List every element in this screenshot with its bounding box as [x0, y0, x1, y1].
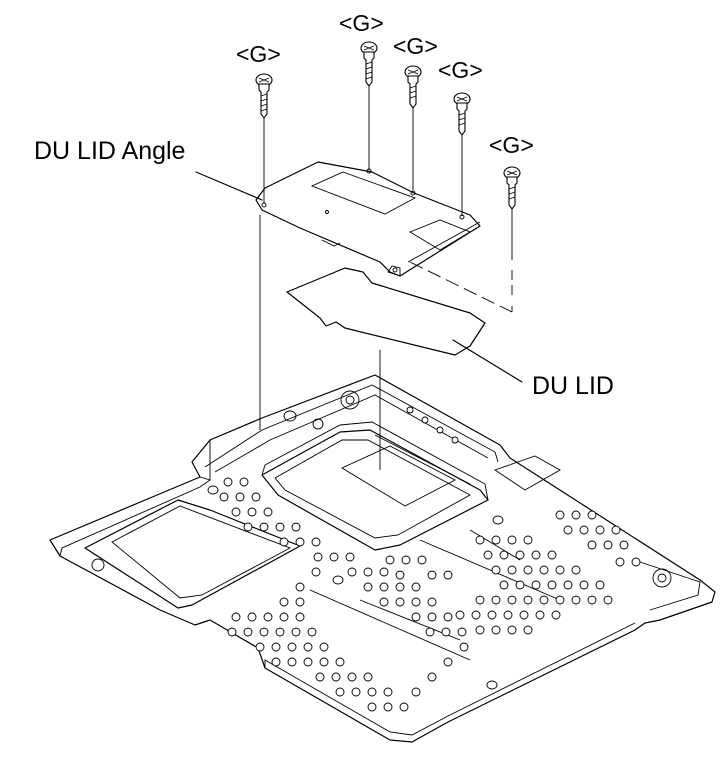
- du-lid-sheet: [286, 267, 486, 356]
- screw-1: [255, 73, 273, 119]
- du-lid-leader: [452, 339, 523, 383]
- du-lid-angle-bracket: [255, 161, 513, 313]
- screw-guide-lines: [259, 86, 513, 470]
- screw-5: [503, 166, 521, 210]
- screw-3: [404, 65, 422, 109]
- du-lid-label: DU LID: [532, 372, 614, 400]
- du-lid-angle-label: DU LID Angle: [34, 137, 185, 165]
- bottom-chassis: [49, 374, 716, 743]
- ventilation-hole-grid: [219, 406, 641, 712]
- screw-label-3: <G>: [393, 33, 438, 59]
- du-lid-angle-leader: [195, 171, 263, 201]
- screw-label-1: <G>: [236, 41, 281, 67]
- screw-label-2: <G>: [339, 10, 384, 36]
- screw-label-4: <G>: [438, 57, 483, 83]
- chassis-bosses: [91, 390, 672, 690]
- screw-4: [453, 92, 471, 136]
- screw-label-5: <G>: [489, 132, 534, 158]
- screw-2: [360, 41, 378, 87]
